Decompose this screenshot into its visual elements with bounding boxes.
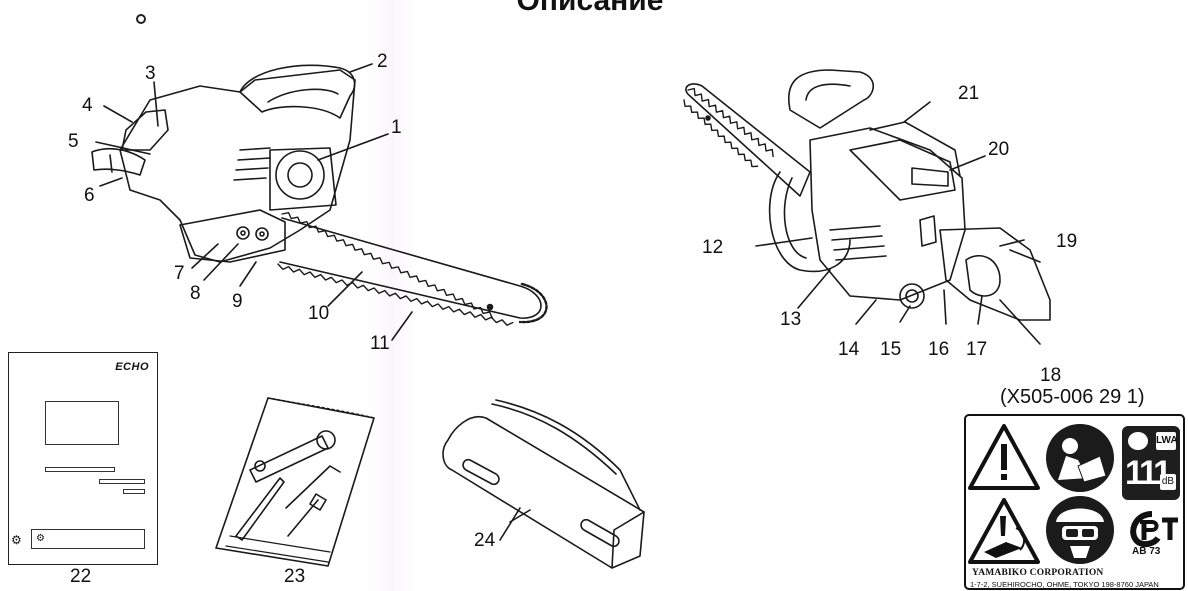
callout-12: 12: [702, 237, 724, 258]
language-icon: ⚙: [11, 533, 22, 547]
manual-line: [99, 479, 145, 484]
sound-power-badge: LWA 111 dB: [1122, 426, 1180, 500]
callout-16: 16: [928, 339, 950, 360]
callout-11: 11: [370, 333, 390, 354]
corporation-address: 1-7-2, SUEHIROCHO, OHME, TOKYO 198-8760 …: [970, 580, 1159, 589]
label-23: 23: [284, 566, 306, 587]
callout-6: 6: [84, 185, 95, 206]
kickback-warning-icon: [968, 498, 1040, 564]
bullet-mark: [136, 14, 146, 24]
callout-2: 2: [377, 51, 388, 72]
tool-kit-bag: [216, 398, 374, 566]
callout-7: 7: [174, 263, 185, 284]
helmet-goggles-icon: [1046, 496, 1114, 564]
callout-15: 15: [880, 339, 902, 360]
callout-4: 4: [82, 95, 93, 116]
label-22: 22: [70, 566, 92, 587]
manual-brand: ECHO: [115, 361, 149, 373]
operators-manual: ECHO ⚙ ⚙: [8, 352, 158, 565]
chainsaw-right-view: [681, 70, 1050, 344]
sound-unit: dB: [1160, 474, 1176, 490]
pct-certification-icon: [1130, 511, 1178, 548]
callout-1: 1: [391, 117, 402, 138]
callout-17: 17: [966, 339, 988, 360]
label-24: 24: [474, 530, 496, 551]
warning-triangle-icon: [968, 424, 1040, 490]
page-title: Описание: [516, 0, 664, 17]
safety-label: LWA 111 dB AB 73 YAMABIKO CORPORATION 1-…: [964, 414, 1185, 590]
callout-10: 10: [308, 303, 330, 324]
callout-14: 14: [838, 339, 860, 360]
callout-9: 9: [232, 291, 243, 312]
callout-19: 19: [1056, 231, 1078, 252]
chainsaw-left-view: [92, 64, 547, 340]
corporation-name: YAMABIKO CORPORATION: [972, 568, 1104, 578]
callout-5: 5: [68, 131, 79, 152]
callout-3: 3: [145, 63, 156, 84]
gear-icon: ⚙: [36, 533, 45, 544]
sound-symbol: LWA: [1156, 432, 1178, 450]
callout-21: 21: [958, 83, 980, 104]
callout-20: 20: [988, 139, 1010, 160]
manual-cover-picture: [45, 401, 119, 445]
guide-bar-cover: [443, 400, 644, 568]
manual-line: [45, 467, 115, 472]
manual-footer-box: ⚙: [31, 529, 145, 549]
callout-13: 13: [780, 309, 802, 330]
callout-8: 8: [190, 283, 201, 304]
callout-18: 18: [1040, 365, 1062, 386]
manual-line: [123, 489, 145, 494]
cert-code: AB 73: [1132, 546, 1161, 557]
read-manual-icon: [1046, 424, 1114, 492]
safety-label-graphics: [968, 424, 1178, 564]
speaker-icon: [1128, 432, 1148, 450]
model-code: (X505-006 29 1): [1000, 386, 1145, 408]
